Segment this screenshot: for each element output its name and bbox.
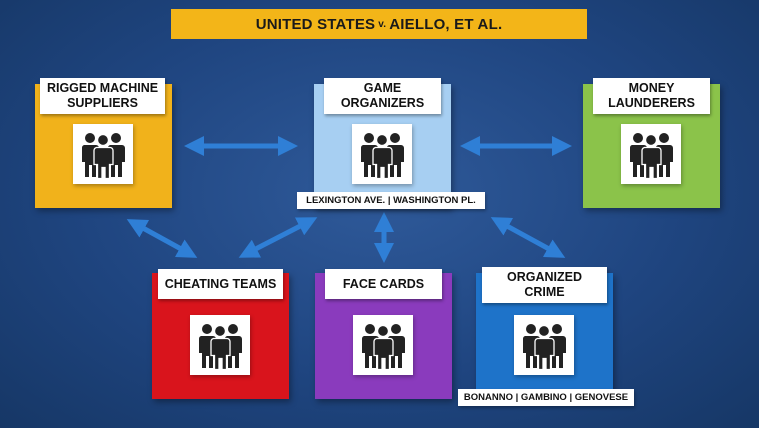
arrow-rigged-cheating (126, 219, 198, 258)
node-face-cards: FACE CARDS (315, 269, 452, 399)
node-label: RIGGED MACHINE SUPPLIERS (40, 78, 165, 114)
title-main-left: UNITED STATES (255, 15, 376, 33)
group-people-icon (190, 315, 250, 375)
organized-crime-families: BONANNO | GAMBINO | GENOVESE (458, 389, 634, 406)
arrow-game-organized (490, 217, 566, 258)
node-rigged-machine-suppliers: RIGGED MACHINE SUPPLIERS (35, 78, 172, 208)
node-label: CHEATING TEAMS (158, 269, 283, 299)
group-people-icon (352, 124, 412, 184)
node-label: FACE CARDS (325, 269, 442, 299)
node-label: GAME ORGANIZERS (324, 78, 441, 114)
group-people-icon (353, 315, 413, 375)
group-people-icon (73, 124, 133, 184)
node-cheating-teams: CHEATING TEAMS (152, 269, 289, 399)
node-label: MONEY LAUNDERERS (593, 78, 710, 114)
node-organized-crime: ORGANIZED CRIME (476, 267, 613, 399)
title-banner: UNITED STATES v. AIELLO, ET AL. (171, 9, 587, 39)
game-organizers-locations: LEXINGTON AVE. | WASHINGTON PL. (297, 192, 485, 209)
group-people-icon (621, 124, 681, 184)
group-people-icon (514, 315, 574, 375)
node-label: ORGANIZED CRIME (482, 267, 607, 303)
node-game-organizers: GAME ORGANIZERS (314, 78, 451, 208)
arrow-game-cheating (238, 217, 318, 258)
title-versus: v. (378, 18, 387, 30)
title-main-right: AIELLO, ET AL. (389, 15, 503, 33)
node-money-launderers: MONEY LAUNDERERS (583, 78, 720, 208)
